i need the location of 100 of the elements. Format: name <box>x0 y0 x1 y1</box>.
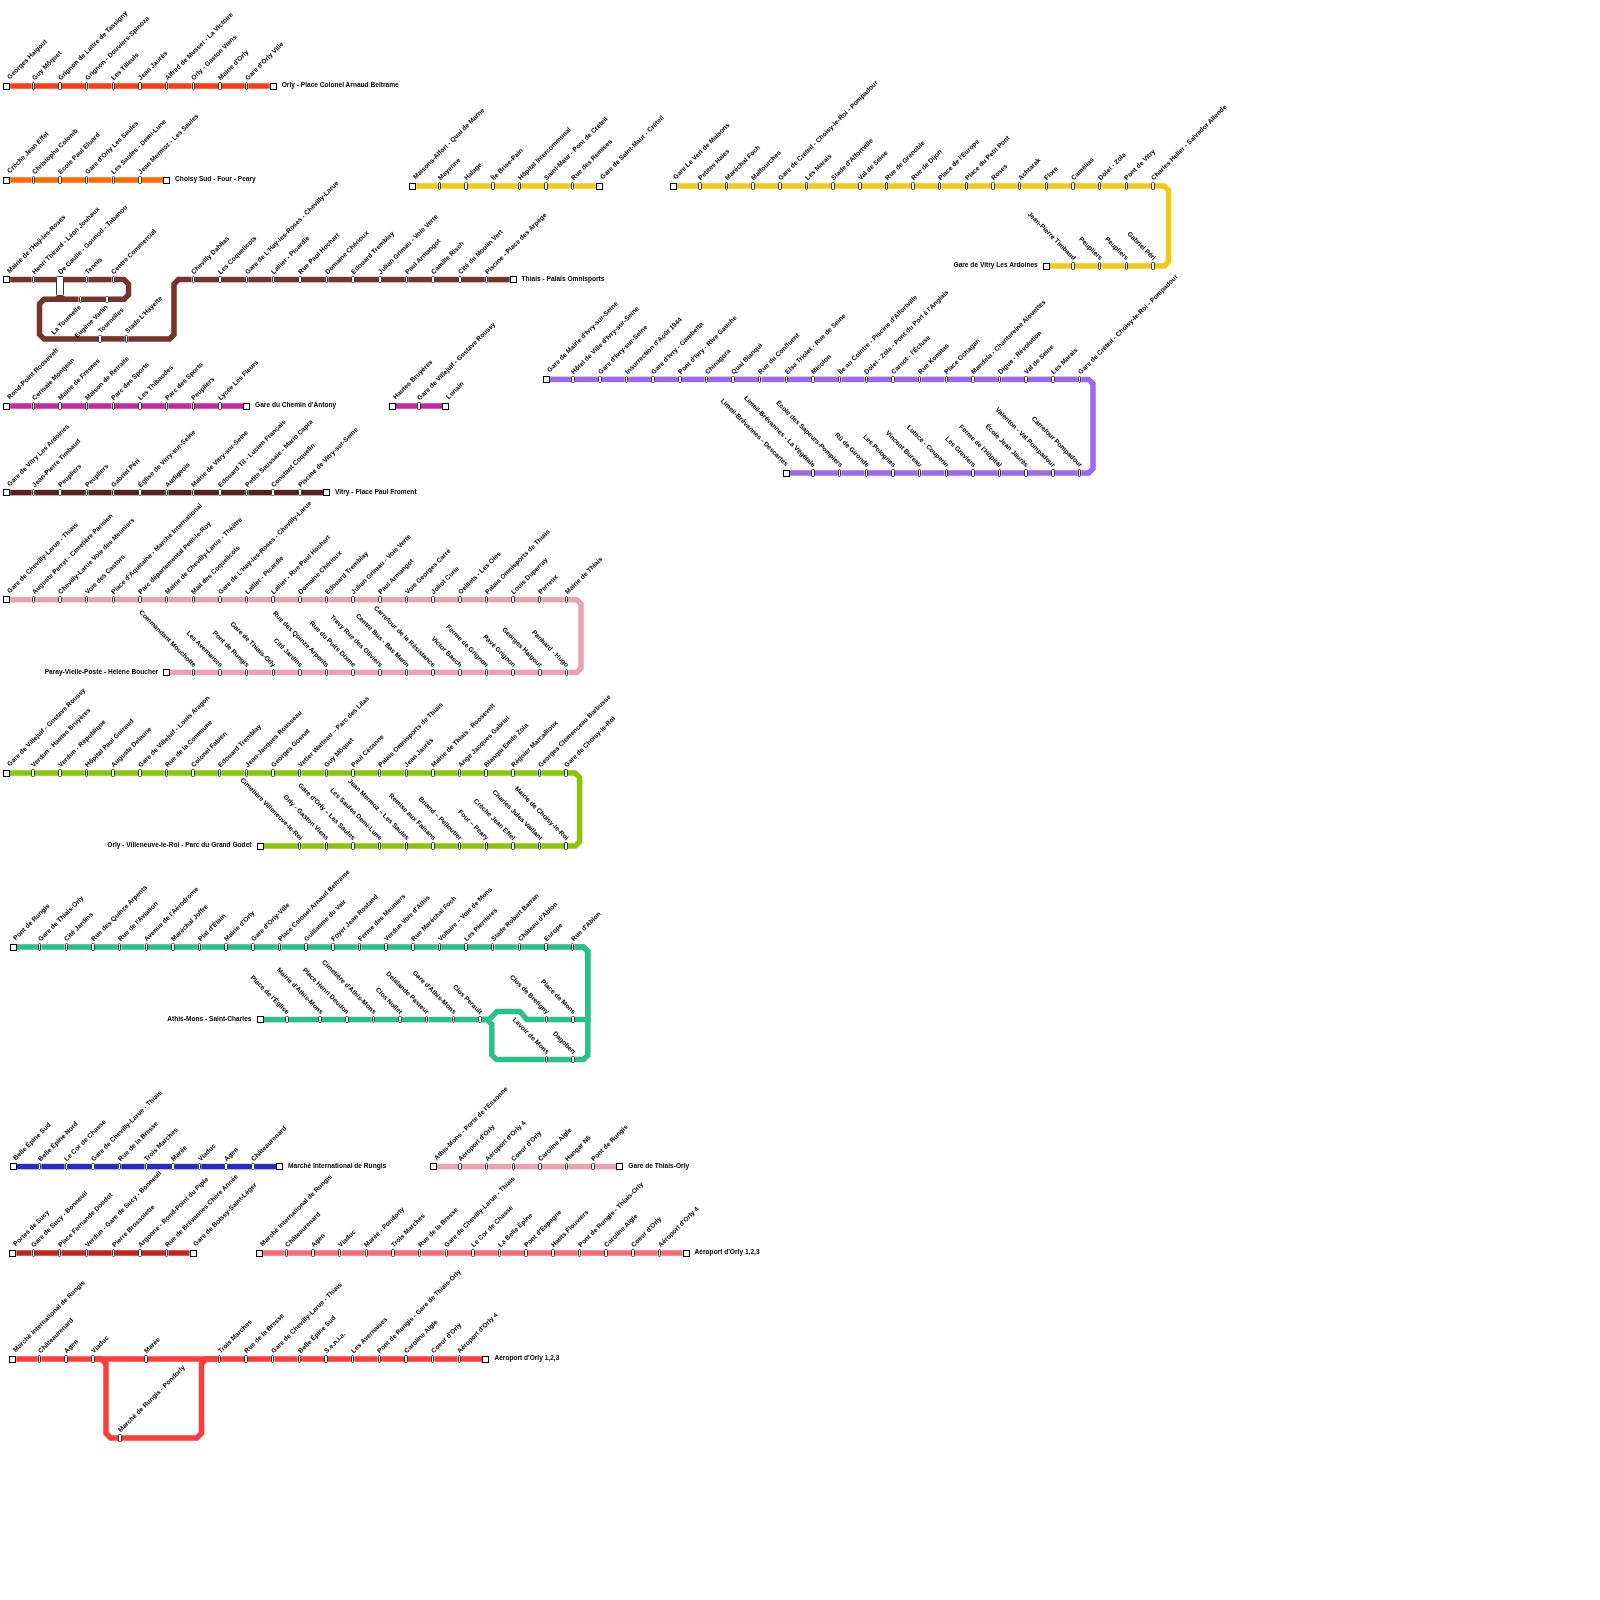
route-line <box>527 1250 552 1256</box>
route-line <box>141 403 165 409</box>
route-line <box>888 183 912 189</box>
route-line <box>58 295 79 303</box>
route-line <box>1027 376 1052 383</box>
route-line <box>808 183 832 189</box>
route-line <box>368 1250 392 1256</box>
route-line <box>328 276 352 283</box>
route-line <box>461 669 485 676</box>
route-line <box>408 770 432 776</box>
route-line <box>781 183 805 189</box>
route-line <box>141 83 165 89</box>
route-line <box>101 336 125 342</box>
route-line <box>948 376 972 383</box>
route-line <box>601 376 625 383</box>
route-line <box>488 669 512 676</box>
route-line <box>574 944 591 1063</box>
route-line <box>195 669 219 676</box>
route-line <box>541 596 565 603</box>
route-line <box>521 944 545 950</box>
route-line <box>1154 183 1172 269</box>
route-line <box>221 770 245 776</box>
route-line <box>274 770 298 776</box>
route-line <box>436 1163 459 1170</box>
route-line <box>148 1163 172 1170</box>
route-line <box>88 177 112 183</box>
route-line <box>141 489 165 496</box>
route-line <box>761 376 785 383</box>
route-line <box>263 1250 285 1256</box>
route-line <box>121 1163 145 1170</box>
route-line <box>328 596 352 603</box>
route-line <box>789 470 812 476</box>
route-line <box>94 1163 118 1170</box>
route-line <box>914 183 938 189</box>
route-line <box>434 770 458 776</box>
route-line <box>281 944 305 950</box>
route-line <box>301 276 325 283</box>
route-line <box>441 183 465 189</box>
route-line <box>10 83 32 89</box>
route-line <box>168 489 192 496</box>
route-line <box>115 177 139 183</box>
route-line <box>428 1016 452 1023</box>
route-line <box>16 1250 32 1256</box>
route-line <box>88 770 112 776</box>
route-line <box>248 770 272 776</box>
route-line <box>115 489 139 496</box>
route-line <box>248 669 272 676</box>
route-line <box>434 669 459 676</box>
route-line <box>274 1356 298 1362</box>
route-line <box>567 770 583 849</box>
route-line <box>701 183 725 189</box>
route-line <box>307 944 332 950</box>
route-line <box>1001 376 1025 383</box>
route-line <box>301 1356 325 1362</box>
route-line <box>221 489 245 496</box>
route-line <box>61 1250 85 1256</box>
route-line <box>174 1163 198 1170</box>
route-line <box>61 83 85 89</box>
route-line <box>263 1016 286 1023</box>
route-line <box>35 177 59 183</box>
route-line <box>921 376 945 383</box>
route-line <box>894 376 918 383</box>
route-line <box>274 489 299 496</box>
route-line <box>341 1250 365 1256</box>
route-line <box>108 276 132 303</box>
route-line <box>328 669 352 676</box>
route-line <box>82 296 106 303</box>
route-line <box>574 183 596 189</box>
route-line <box>501 1250 525 1256</box>
route-line <box>481 1016 545 1063</box>
route-line <box>408 843 432 849</box>
route-line <box>221 596 245 603</box>
route-line <box>487 770 512 776</box>
route-line <box>10 596 32 603</box>
route-line <box>416 183 438 189</box>
route-line <box>227 1163 252 1170</box>
route-line <box>221 669 245 676</box>
route-line <box>548 1056 572 1063</box>
route-line <box>381 596 405 603</box>
route-line <box>541 1163 565 1170</box>
route-line <box>354 276 379 283</box>
route-line <box>88 276 112 283</box>
route-line <box>814 376 838 383</box>
route-line <box>467 944 491 950</box>
route-line <box>728 183 752 189</box>
route-line <box>1054 376 1078 383</box>
route-line <box>141 177 164 183</box>
route-line <box>654 376 678 383</box>
route-line <box>170 669 192 676</box>
route-line <box>568 1163 592 1170</box>
route-line <box>301 669 325 676</box>
route-line <box>515 1163 539 1170</box>
route-line <box>754 183 779 189</box>
route-line <box>115 1250 139 1256</box>
route-line <box>301 770 325 776</box>
route-line <box>1128 183 1152 189</box>
route-line <box>301 596 325 603</box>
route-line <box>434 596 458 603</box>
route-line <box>1101 263 1125 269</box>
route-line <box>354 843 378 849</box>
